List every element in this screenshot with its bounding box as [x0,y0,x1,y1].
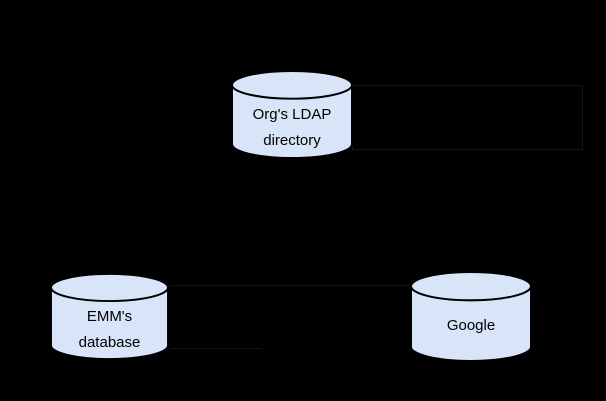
faint-connector-short [170,348,262,349]
database-cylinder-icon [410,271,532,362]
faint-connector-emm-google [170,285,411,286]
node-google: Google [410,271,532,362]
node-ldap-directory: Org's LDAP directory [231,70,353,159]
database-cylinder-icon [50,273,169,360]
faint-label-box-artifact [352,85,583,150]
database-cylinder-icon [231,70,353,159]
node-emm-database: EMM's database [50,273,169,360]
